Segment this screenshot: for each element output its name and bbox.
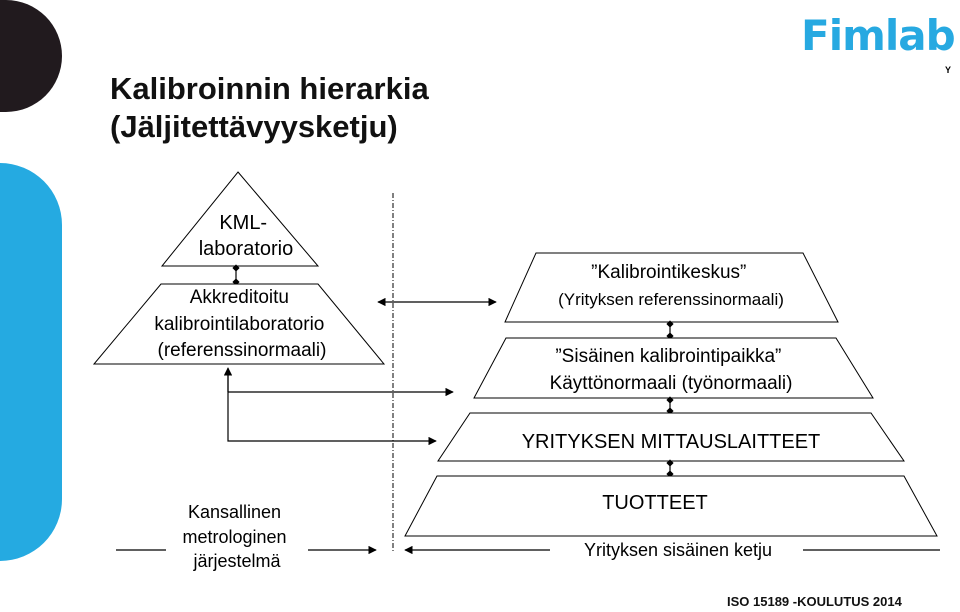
slide-title: Kalibroinnin hierarkia (Jäljitettävyyske… <box>110 70 429 146</box>
national-line-2: metrologinen <box>182 527 286 547</box>
measuring-devices-label: YRITYKSEN MITTAUSLAITTEET <box>522 431 821 453</box>
calibration-center-line-1: ”Kalibrointikeskus” <box>591 262 746 283</box>
kml-laboratory-triangle <box>160 171 320 267</box>
title-line-1: Kalibroinnin hierarkia <box>110 71 429 106</box>
title-line-2: (Jäljitettävyysketju) <box>110 109 398 144</box>
accredited-line-1: Akkreditoitu <box>190 287 289 308</box>
fimlab-logo: Fimlab Y <box>801 10 959 80</box>
accredited-line-3: (referenssinormaali) <box>158 340 327 361</box>
logo-text: Fimlab <box>801 11 956 60</box>
traceability-branch-connector <box>227 369 437 446</box>
internal-calibration-line-1: ”Sisäinen kalibrointipaikka” <box>555 346 781 367</box>
products-line-1: TUOTTEET <box>602 492 708 514</box>
footer-text: ISO 15189 -KOULUTUS 2014 <box>727 594 902 609</box>
accredited-line-2: kalibrointilaboratorio <box>154 314 324 335</box>
products-trapezoid <box>404 475 938 537</box>
kml-line-1: KML- <box>219 212 267 234</box>
company-internal-chain-label: Yrityksen sisäinen ketju <box>584 540 772 560</box>
national-metrology-system-label: Kansallinen metrologinen järjestelmä <box>182 502 291 571</box>
logo-subtext: Y <box>944 65 951 75</box>
internal-calibration-line-2: Käyttönormaali (työnormaali) <box>550 373 793 394</box>
calibration-center-label: ”Kalibrointikeskus” (Yrityksen referenss… <box>558 262 784 309</box>
national-line-1: Kansallinen <box>188 502 281 522</box>
national-line-3: järjestelmä <box>192 551 281 571</box>
measuring-devices-line-1: YRITYKSEN MITTAUSLAITTEET <box>522 431 821 453</box>
calibration-center-trapezoid <box>504 252 839 323</box>
decorative-blue-tab <box>0 163 62 561</box>
internal-calibration-trapezoid <box>473 337 874 399</box>
accredited-laboratory-label: Akkreditoitu kalibrointilaboratorio (ref… <box>154 287 329 361</box>
internal-calibration-label: ”Sisäinen kalibrointipaikka” Käyttönorma… <box>550 346 793 394</box>
products-label: TUOTTEET <box>602 492 708 514</box>
calibration-center-line-2: (Yrityksen referenssinormaali) <box>558 290 784 309</box>
measuring-devices-trapezoid <box>437 412 905 462</box>
kml-laboratory-label: KML- laboratorio <box>199 212 294 260</box>
accredited-laboratory-trapezoid <box>92 283 386 365</box>
kml-line-2: laboratorio <box>199 238 294 260</box>
